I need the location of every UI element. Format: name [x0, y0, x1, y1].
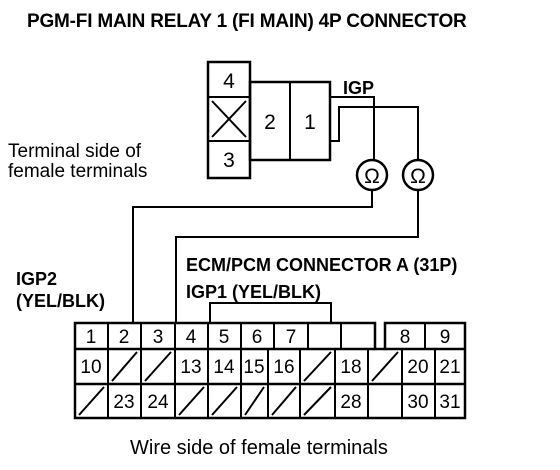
ecm-connector-label: ECM/PCM CONNECTOR A (31P): [186, 255, 458, 275]
igp2-label-line1: IGP2: [16, 269, 58, 289]
ohmmeter-2: [401, 158, 435, 192]
igp-label: IGP: [343, 78, 375, 98]
ecm-blank-cavities: [78, 351, 399, 416]
ecm-pin-16: 16: [273, 357, 294, 378]
relay-connector: [206, 60, 332, 180]
ecm-pin-15: 15: [243, 357, 264, 378]
ecm-pin-24: 24: [147, 392, 169, 413]
ecm-pin-4: 4: [186, 327, 197, 348]
wire-meter2-to-igp1: [175, 190, 419, 323]
wire-relay1-to-meter2: [330, 106, 419, 160]
ecm-pin-1: 1: [86, 327, 97, 348]
ecm-pin-7: 7: [286, 327, 297, 348]
relay-pin-3: 3: [223, 149, 235, 172]
ecm-pin-8: 8: [400, 327, 411, 348]
ohmmeter-1: [355, 158, 389, 192]
ecm-pin-5: 5: [219, 327, 230, 348]
ecm-row1-dividers: [107, 323, 426, 349]
wire-meter1-to-igp2: [132, 190, 373, 323]
wire-side-label: Wire side of female terminals: [130, 437, 388, 459]
ecm-pin-23: 23: [113, 392, 134, 413]
igp2-label-line2: (YEL/BLK): [16, 291, 105, 311]
ecm-pin-14: 14: [213, 357, 235, 378]
ecm-pin-13: 13: [180, 357, 201, 378]
ecm-pin-20: 20: [407, 357, 428, 378]
wire-relay1-to-meter1: [330, 96, 375, 160]
ecm-pin-30: 30: [407, 392, 428, 413]
relay-pin-4: 4: [223, 70, 235, 93]
igp1-label: IGP1 (YEL/BLK): [186, 282, 322, 302]
terminal-side-label-line1: Terminal side of: [8, 141, 142, 162]
relay-pin-2: 2: [264, 111, 276, 134]
ecm-pin-2: 2: [119, 327, 130, 348]
blank-pin-cross-b: [211, 100, 247, 138]
ohmmeter-2-symbol: Ω: [410, 165, 426, 188]
ecm-pin-9: 9: [440, 327, 451, 348]
ecm-row2-dividers: [107, 349, 436, 384]
ecm-pin-28: 28: [340, 392, 361, 413]
ecm-pin-3: 3: [153, 327, 164, 348]
ecm-row3-dividers: [107, 384, 436, 418]
ecm-pin-10: 10: [80, 357, 101, 378]
ecm-pin-18: 18: [340, 357, 361, 378]
ohmmeter-1-symbol: Ω: [364, 165, 380, 188]
wire-igp1-bridge: [209, 302, 332, 323]
ecm-pin-31: 31: [439, 392, 460, 413]
terminal-side-label-line2: female terminals: [8, 161, 148, 182]
wires: [132, 96, 419, 323]
diagram-title: PGM-FI MAIN RELAY 1 (FI MAIN) 4P CONNECT…: [27, 11, 467, 32]
ecm-pin-21: 21: [439, 357, 460, 378]
relay-pin-1: 1: [304, 111, 316, 134]
ecm-pin-6: 6: [252, 327, 263, 348]
